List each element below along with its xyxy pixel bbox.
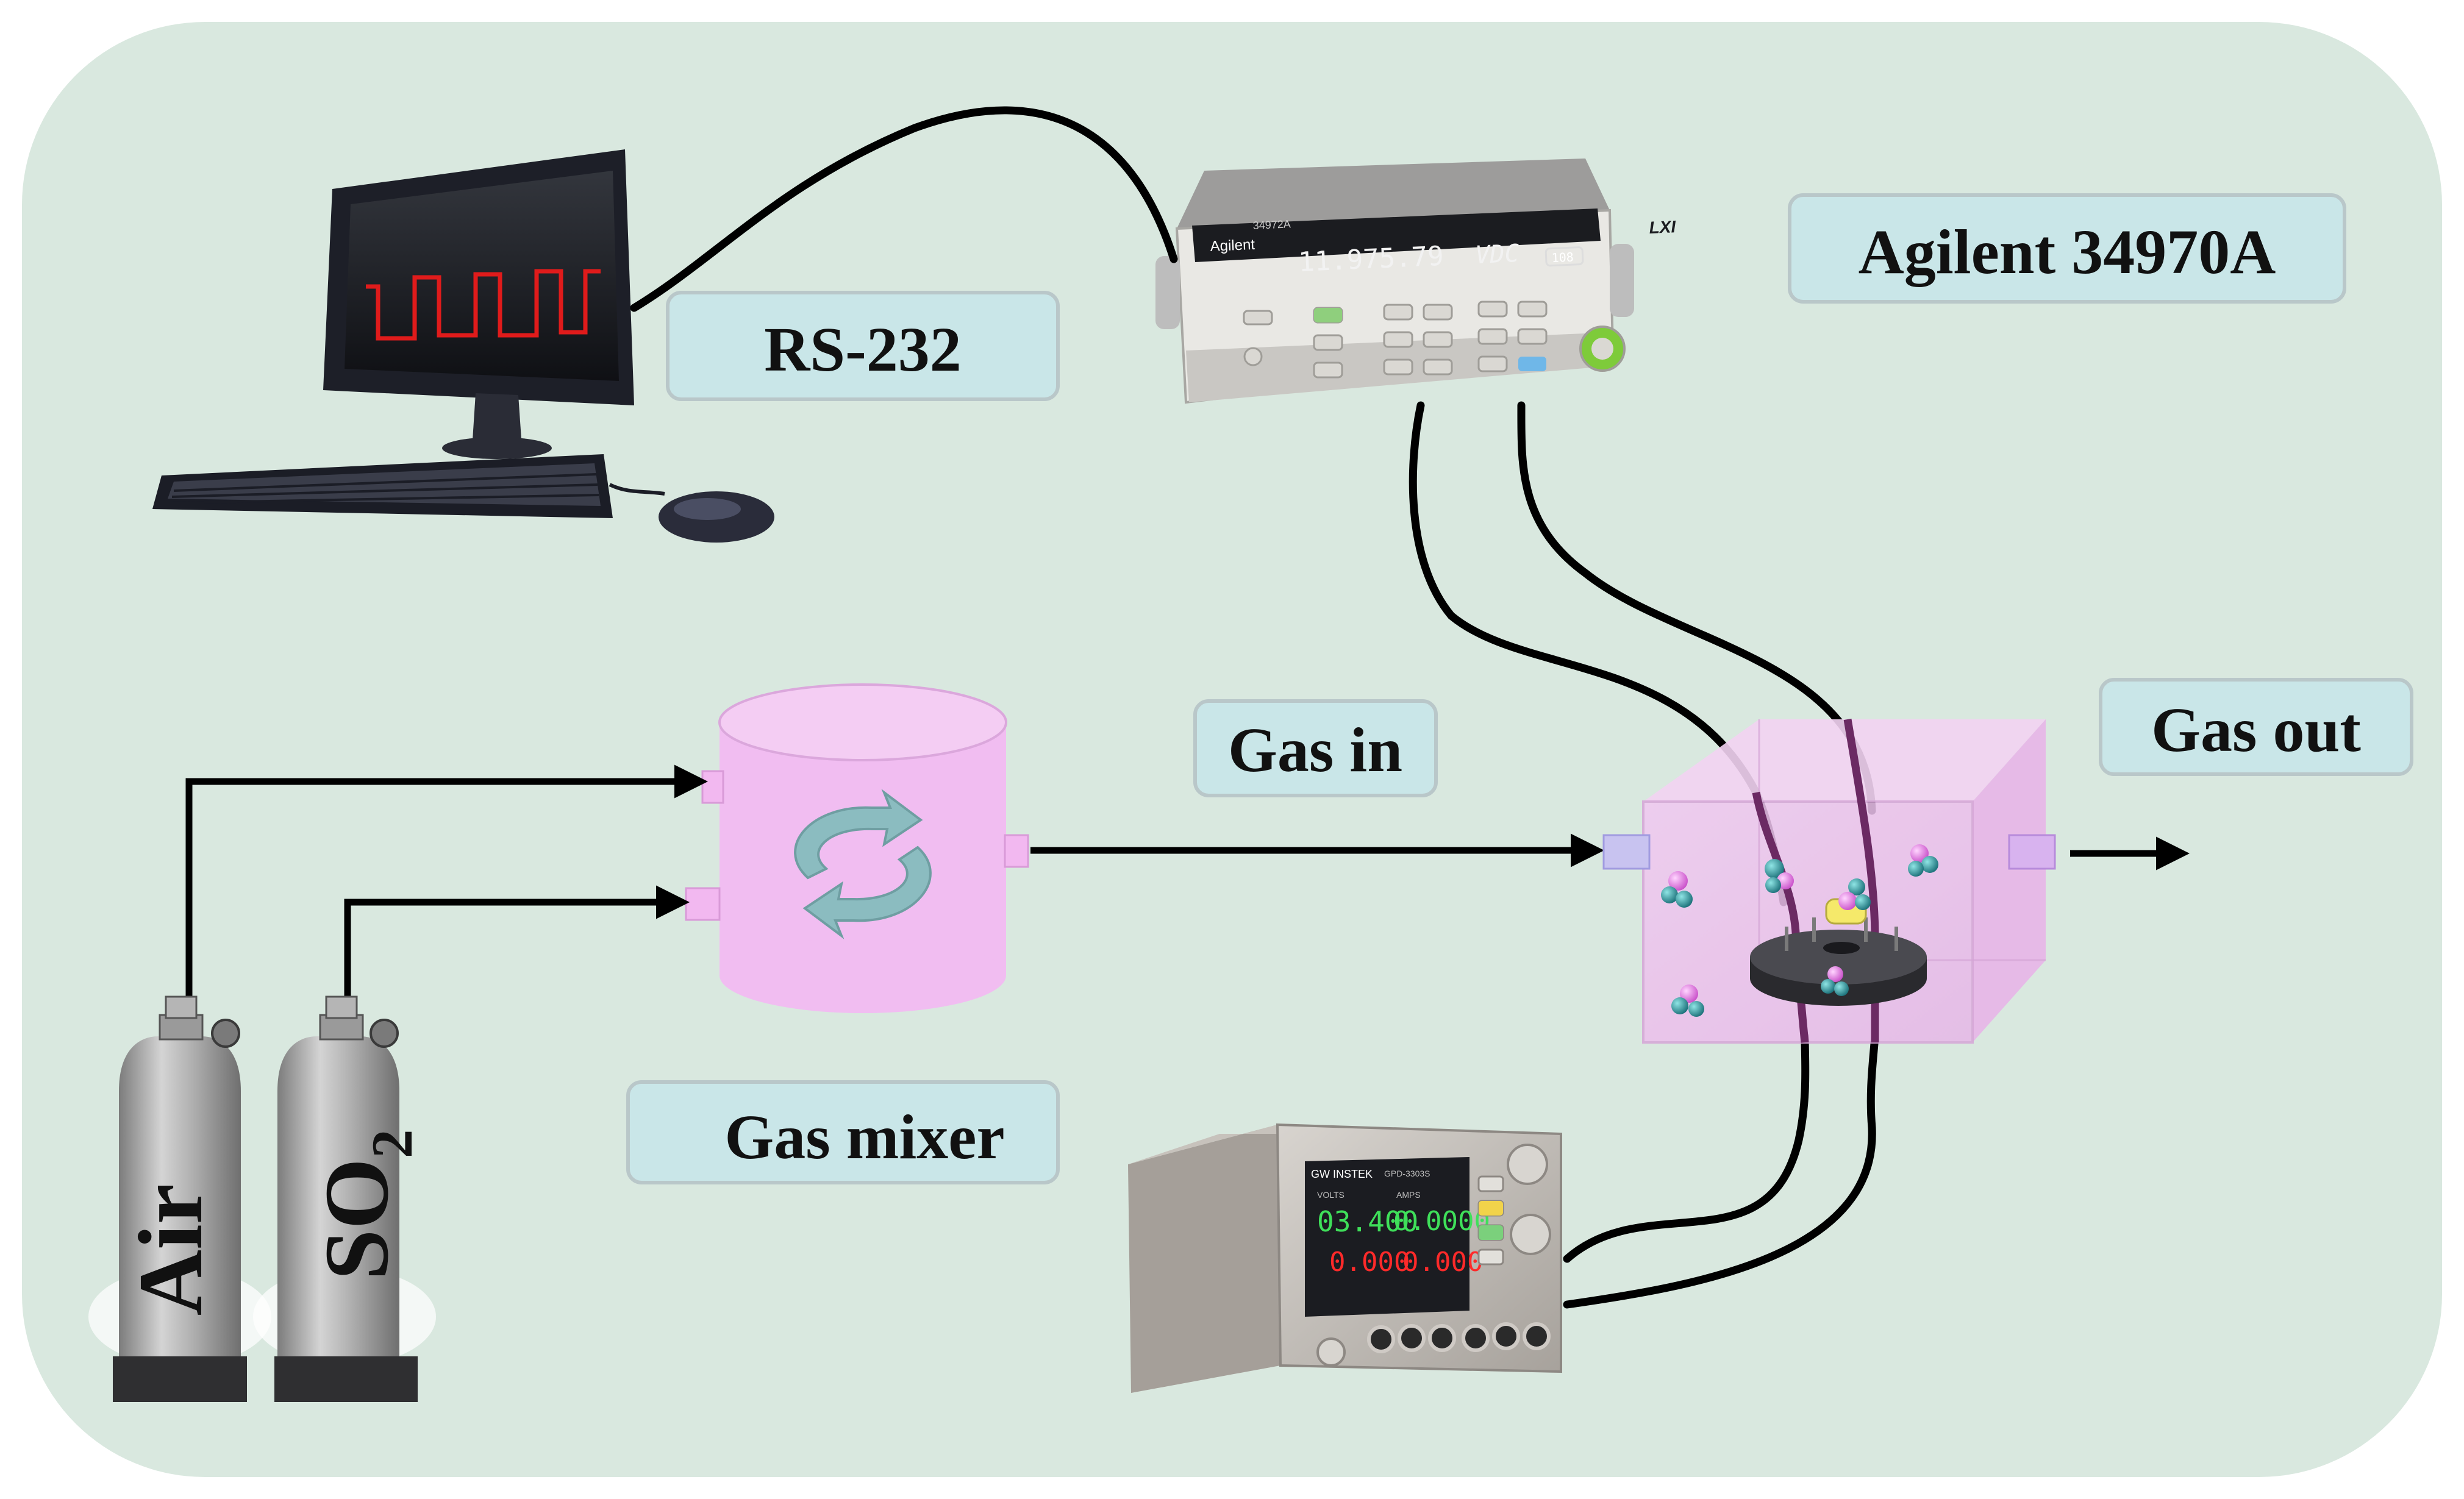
label-gas-in-text: Gas in	[1228, 715, 1402, 785]
gas-mixer-tank	[685, 683, 1029, 1013]
label-gas-out-text: Gas out	[2151, 695, 2361, 765]
daq-unit: VDC	[1474, 240, 1519, 269]
daq-channel: 108	[1551, 249, 1574, 265]
power-supply: GW INSTEK GPD-3303S VOLTS AMPS 03.400 0.…	[1128, 1123, 1562, 1393]
psu-ch2-label: AMPS	[1396, 1190, 1421, 1200]
rs232-cable	[630, 106, 1178, 312]
psu-brand: GW INSTEK	[1311, 1168, 1373, 1180]
label-rs232: RS-232	[666, 291, 1060, 401]
label-gas-in: Gas in	[1193, 699, 1438, 797]
gas-molecules	[1661, 844, 1938, 1017]
air-cylinder: Air	[88, 995, 271, 1402]
label-gas-out: Gas out	[2099, 678, 2413, 776]
psu-amp-2: 0.000	[1402, 1247, 1483, 1278]
daq-reading: 11.975.79	[1298, 241, 1444, 278]
air-gas-line	[185, 764, 708, 1021]
psu-wire-right	[1563, 1032, 1879, 1309]
so2-gas-line	[344, 885, 690, 1024]
psu-ch1-label: VOLTS	[1317, 1190, 1344, 1200]
daq-model: 34972A	[1252, 218, 1291, 232]
psu-wire-left	[1563, 1032, 1810, 1263]
computer-icon	[152, 149, 774, 543]
psu-amp-1: 0.0000	[1393, 1206, 1490, 1237]
test-chamber	[1602, 718, 2056, 1044]
label-agilent-text: Agilent 34970A	[1859, 217, 2276, 287]
air-cylinder-label: Air	[120, 1184, 221, 1316]
psu-model: GPD-3303S	[1384, 1169, 1430, 1178]
label-gas-mixer-text: Gas mixer	[724, 1102, 1004, 1172]
daq-lxi: LXI	[1649, 217, 1677, 237]
psu-volt-1: 03.400	[1317, 1205, 1418, 1238]
so2-cylinder-label: SO	[306, 1158, 407, 1280]
psu-volt-2: 0.000	[1329, 1247, 1410, 1278]
daq-wire-right	[1517, 401, 1876, 815]
label-agilent: Agilent 34970A	[1788, 193, 2346, 304]
label-gas-mixer: Gas mixer	[626, 1080, 1060, 1184]
mix-cycle-icon	[794, 789, 932, 939]
daq-brand: Agilent	[1210, 237, 1255, 255]
waveform-trace	[366, 269, 601, 341]
so2-cylinder: SO 2	[253, 995, 436, 1402]
daq-instrument: Agilent 34972A 11.975.79 VDC 108 LXI	[1155, 158, 1677, 404]
so2-cylinder-subscript: 2	[360, 1130, 424, 1159]
label-rs232-text: RS-232	[764, 315, 962, 385]
